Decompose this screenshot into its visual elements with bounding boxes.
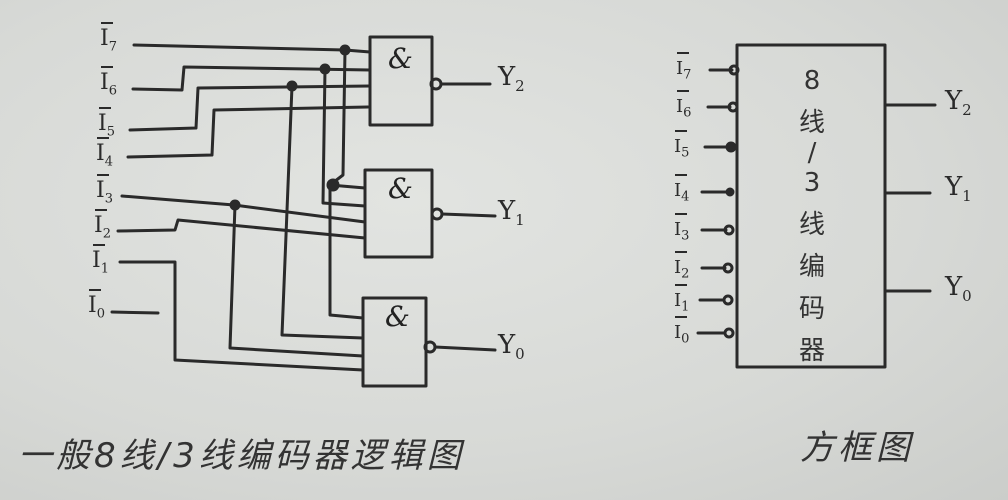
block-input-i3: I3 bbox=[674, 213, 689, 248]
gate-symbol-and: & bbox=[388, 42, 413, 75]
input-label-i3: I3 bbox=[96, 174, 113, 210]
block-input-i2: I2 bbox=[674, 251, 689, 286]
block-input-i1: I1 bbox=[674, 284, 689, 319]
block-label-char: 器 bbox=[798, 336, 825, 366]
block-label-char: 3 bbox=[803, 168, 821, 198]
output-label-y2: Y2 bbox=[498, 62, 525, 96]
encoder-block-label: 8 线 / 3 线 编 码 器 bbox=[792, 60, 832, 372]
block-input-i0: I0 bbox=[674, 316, 689, 351]
input-label-i1: I1 bbox=[92, 244, 109, 280]
block-input-i4: I4 bbox=[674, 174, 689, 209]
block-label-char: 码 bbox=[798, 294, 825, 324]
encoder-block bbox=[735, 43, 887, 369]
block-label-char: 编 bbox=[798, 252, 825, 282]
block-diagram-caption: 方框图 bbox=[800, 428, 914, 468]
block-input-i5: I5 bbox=[674, 130, 689, 165]
input-label-i6: I6 bbox=[100, 66, 117, 102]
block-output-y0: Y0 bbox=[945, 272, 972, 306]
block-input-i7: I7 bbox=[676, 52, 691, 87]
block-label-char: 8 bbox=[803, 66, 821, 96]
block-input-i6: I6 bbox=[676, 90, 691, 125]
output-label-y0: Y0 bbox=[498, 330, 525, 364]
block-label-char: / bbox=[807, 138, 817, 168]
input-label-i7: I7 bbox=[100, 22, 117, 58]
block-label-char: 线 bbox=[798, 210, 825, 240]
block-output-y2: Y2 bbox=[945, 86, 972, 120]
logic-diagram-caption: 一般8线/3线编码器逻辑图 bbox=[18, 436, 465, 476]
input-label-i5: I5 bbox=[98, 107, 115, 143]
output-label-y1: Y1 bbox=[498, 196, 525, 230]
input-label-i0: I0 bbox=[88, 289, 105, 325]
block-label-char: 线 bbox=[798, 108, 825, 138]
gate-symbol-and: & bbox=[388, 172, 413, 205]
block-output-y1: Y1 bbox=[945, 172, 972, 206]
input-label-i4: I4 bbox=[96, 137, 113, 173]
input-label-i2: I2 bbox=[94, 209, 111, 245]
gate-symbol-and: & bbox=[385, 300, 410, 333]
